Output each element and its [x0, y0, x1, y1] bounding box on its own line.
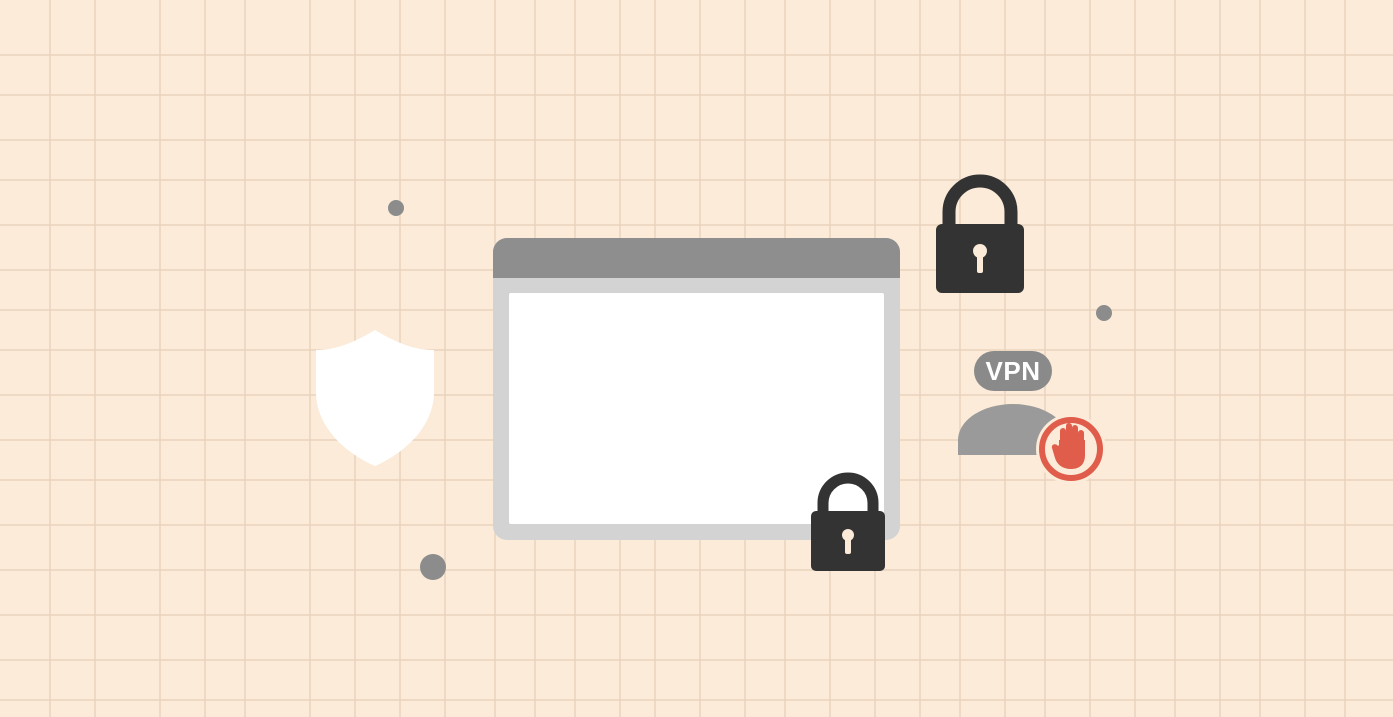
decor-dot-right [1096, 305, 1112, 321]
browser-window-icon [493, 238, 900, 540]
browser-window-title-bar [493, 238, 900, 278]
decor-dot-top-left [388, 200, 404, 216]
browser-window-content [509, 293, 884, 524]
vpn-label: VPN [985, 355, 1041, 386]
lock-icon [936, 174, 1024, 293]
decor-dot-bottom-left [420, 554, 446, 580]
vpn-badge [974, 351, 1052, 391]
shield-icon [316, 330, 434, 466]
stop-hand-icon [1036, 414, 1106, 484]
lock-icon-small [811, 472, 885, 571]
